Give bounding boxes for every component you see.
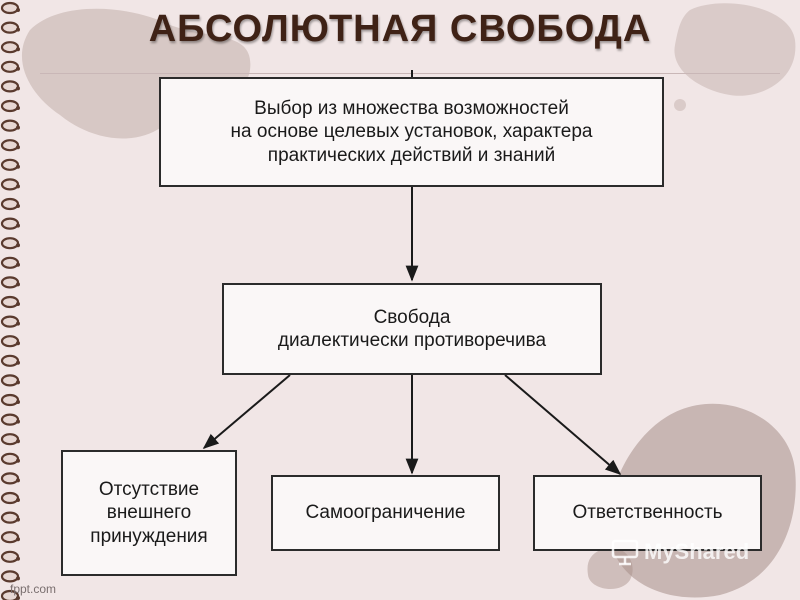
arrow-freedom-to-coercion [204, 375, 290, 448]
spiral-ring [2, 121, 20, 131]
spiral-ring [2, 140, 20, 150]
presentation-icon [610, 537, 640, 567]
spiral-ring [2, 277, 20, 287]
spiral-ring [2, 473, 20, 483]
spiral-ring [2, 179, 20, 189]
node-selflimit-line1: Самоограничение [305, 501, 465, 524]
spiral-ring [2, 336, 20, 346]
node-freedom: Свобода диалектически противоречива [222, 283, 602, 375]
node-freedom-line2: диалектически противоречива [278, 329, 546, 352]
spiral-ring [2, 356, 20, 366]
spiral-ring [2, 81, 20, 91]
spiral-ring [2, 434, 20, 444]
spiral-ring [2, 62, 20, 72]
spiral-ring [2, 199, 20, 209]
node-choice-line3: практических действий и знаний [231, 144, 593, 167]
watermark-text: MyShared [644, 539, 749, 565]
footer-credit: fppt.com [10, 582, 56, 596]
spiral-ring [2, 532, 20, 542]
spiral-ring [2, 513, 20, 523]
spiral-ring [2, 219, 20, 229]
spiral-ring [2, 238, 20, 248]
node-freedom-line1: Свобода [278, 306, 546, 329]
watermark: MyShared [610, 537, 749, 567]
node-selflimit: Самоограничение [271, 475, 500, 551]
node-coercion-line3: принуждения [90, 525, 207, 548]
node-choice: Выбор из множества возможностей на основ… [159, 77, 664, 187]
spiral-ring [2, 317, 20, 327]
spiral-ring [2, 493, 20, 503]
spiral-ring [2, 395, 20, 405]
node-responsibility-line1: Ответственность [572, 501, 722, 524]
slide-title: АБСОЛЮТНАЯ СВОБОДА [0, 8, 800, 51]
node-choice-line2: на основе целевых установок, характера [231, 120, 593, 143]
spiral-ring [2, 454, 20, 464]
spiral-ring [2, 297, 20, 307]
spiral-ring [2, 415, 20, 425]
spiral-ring [2, 160, 20, 170]
spiral-ring [2, 571, 20, 581]
node-coercion-line1: Отсутствие [90, 478, 207, 501]
spiral-ring [2, 258, 20, 268]
node-choice-line1: Выбор из множества возможностей [231, 97, 593, 120]
spiral-ring [2, 375, 20, 385]
spiral-ring [2, 101, 20, 111]
node-coercion: Отсутствие внешнего принуждения [61, 450, 237, 576]
title-rule [40, 73, 780, 74]
spiral-ring [2, 552, 20, 562]
node-coercion-line2: внешнего [90, 501, 207, 524]
